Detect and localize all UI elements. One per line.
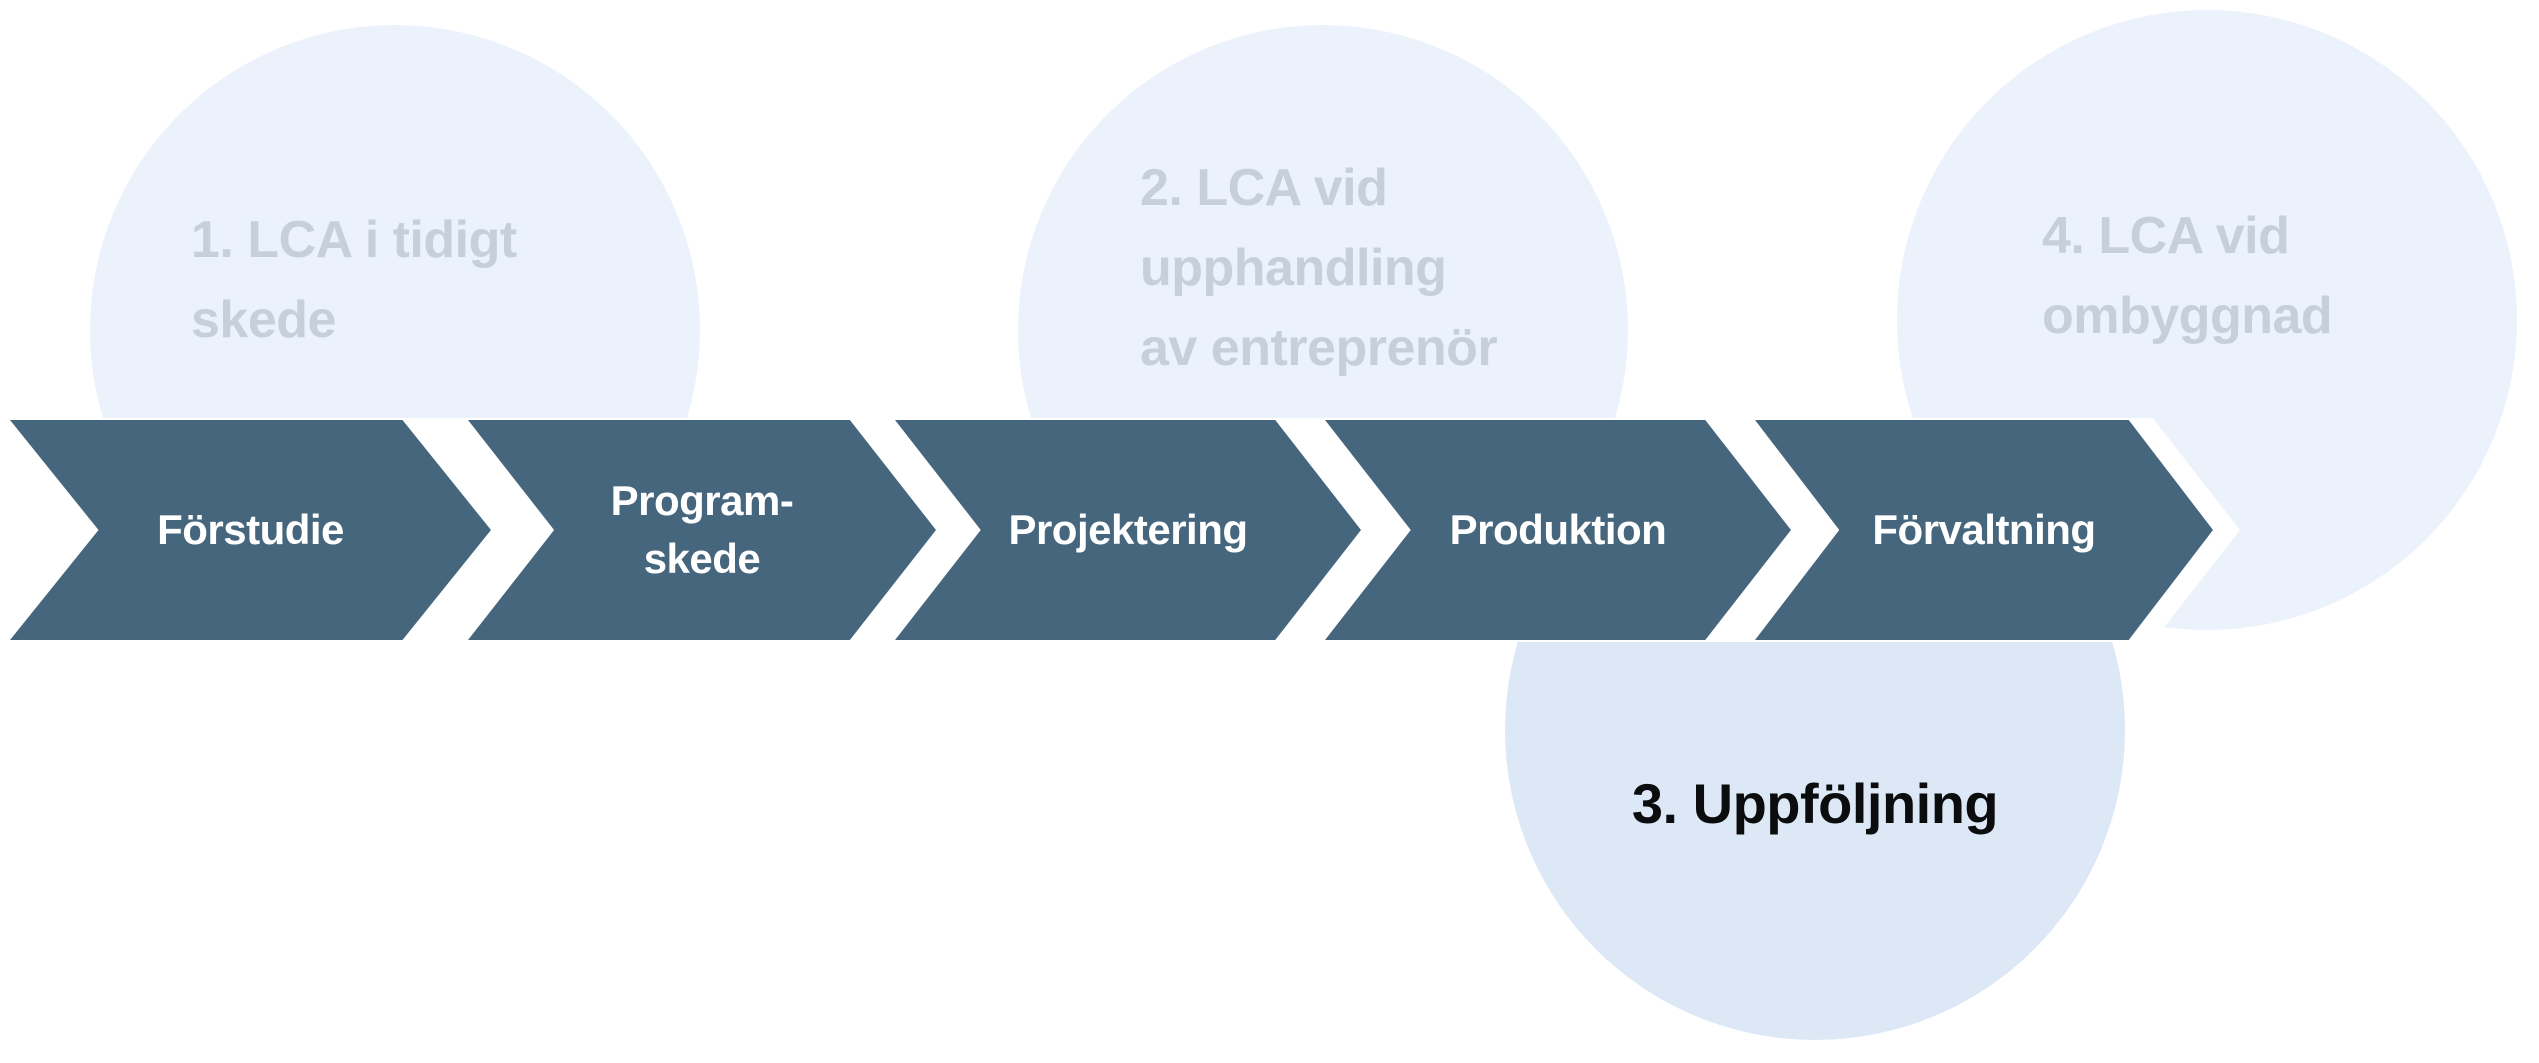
milestone-label-2-line-1: 2. LCA vid (1140, 159, 1388, 217)
milestone-label-2-line-3: av entreprenör (1140, 319, 1498, 377)
milestone-label-1-line-1: 1. LCA i tidigt (191, 211, 517, 269)
chevron-step-forvaltning: Förvaltning (1755, 420, 2213, 640)
milestone-label-3-line-1: 3. Uppföljning (1631, 772, 1999, 835)
chevron-step-forvaltning-label: Förvaltning (1872, 506, 2096, 553)
milestone-label-4-line-2: ombyggnad (2042, 287, 2333, 345)
milestone-label-4: 4. LCA vid ombyggnad (2042, 196, 2333, 356)
milestone-label-4-line-1: 4. LCA vid (2042, 207, 2290, 265)
chevron-step-programskede-label-line-2: skede (643, 535, 761, 582)
milestone-label-1: 1. LCA i tidigt skede (191, 200, 517, 360)
milestone-label-2: 2. LCA vid upphandling av entreprenör (1140, 148, 1498, 388)
chevron-step-projektering-label: Projektering (1008, 506, 1248, 553)
milestone-label-3: 3. Uppföljning (1505, 772, 2125, 836)
milestone-label-1-line-2: skede (191, 291, 336, 349)
chevron-step-produktion-label: Produktion (1449, 506, 1667, 553)
milestone-label-2-line-2: upphandling (1140, 239, 1447, 297)
chevron-step-programskede-label-line-1: Program- (610, 477, 794, 524)
chevron-step-forstudie-label: Förstudie (157, 506, 344, 553)
